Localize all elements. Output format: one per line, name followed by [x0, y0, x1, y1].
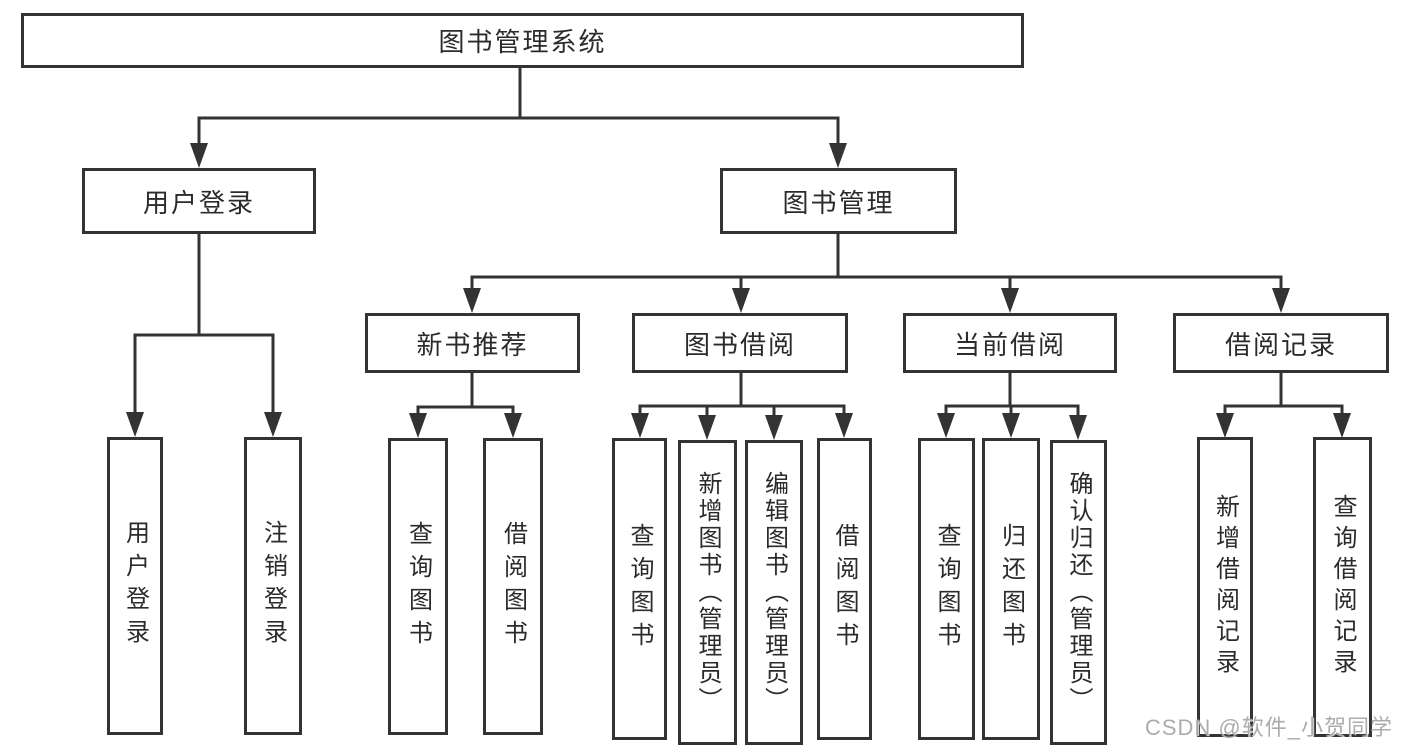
node-borrowing-records-label: 借阅记录	[1224, 329, 1337, 360]
arrowheads	[126, 143, 1351, 440]
leaf-bb-borrow-books-label: 借阅图书	[831, 523, 858, 655]
node-book-management: 图书管理	[720, 168, 957, 234]
leaf-br-add-record: 新增借阅记录	[1197, 437, 1253, 737]
leaf-cb-query-books: 查询图书	[918, 438, 975, 740]
leaf-user-login-label: 用户登录	[121, 520, 149, 652]
leaf-nbr-query-books-label: 查询图书	[404, 520, 432, 653]
leaf-logout-label: 注销登录	[259, 520, 287, 652]
leaf-nbr-borrow-books: 借阅图书	[483, 438, 543, 735]
leaf-bb-add-book-admin: 新增图书（管理员）	[678, 440, 737, 745]
leaf-cb-confirm-return-admin: 确认归还（管理员）	[1050, 440, 1107, 745]
leaf-nbr-query-books: 查询图书	[388, 438, 448, 735]
node-root: 图书管理系统	[21, 13, 1024, 68]
node-book-management-label: 图书管理	[782, 187, 895, 218]
node-new-book-recommend: 新书推荐	[365, 313, 580, 373]
leaf-br-query-record: 查询借阅记录	[1313, 437, 1372, 737]
leaf-nbr-borrow-books-label: 借阅图书	[499, 520, 527, 653]
node-user-login-label: 用户登录	[142, 187, 255, 218]
leaf-bb-edit-book-admin-label: 编辑图书（管理员）	[760, 471, 788, 714]
leaf-bb-query-books-label: 查询图书	[626, 523, 653, 655]
leaf-user-login: 用户登录	[107, 437, 163, 735]
node-book-borrowing: 图书借阅	[632, 313, 848, 373]
leaf-bb-borrow-books: 借阅图书	[817, 438, 872, 740]
node-new-book-recommend-label: 新书推荐	[416, 329, 529, 360]
leaf-logout: 注销登录	[244, 437, 302, 735]
leaf-cb-return-books-label: 归还图书	[997, 523, 1025, 655]
node-book-borrowing-label: 图书借阅	[683, 329, 796, 360]
node-user-login: 用户登录	[82, 168, 316, 234]
node-current-borrowing: 当前借阅	[903, 313, 1117, 373]
leaf-bb-edit-book-admin: 编辑图书（管理员）	[745, 440, 803, 745]
leaf-cb-query-books-label: 查询图书	[933, 523, 960, 655]
leaf-cb-confirm-return-admin-label: 确认归还（管理员）	[1065, 471, 1092, 714]
leaf-br-query-record-label: 查询借阅记录	[1329, 494, 1356, 680]
leaf-bb-query-books: 查询图书	[612, 438, 667, 740]
node-root-label: 图书管理系统	[438, 27, 607, 57]
node-current-borrowing-label: 当前借阅	[953, 329, 1066, 360]
leaf-bb-add-book-admin-label: 新增图书（管理员）	[694, 471, 721, 714]
node-borrowing-records: 借阅记录	[1173, 313, 1389, 373]
leaf-cb-return-books: 归还图书	[982, 438, 1040, 740]
leaf-br-add-record-label: 新增借阅记录	[1211, 494, 1239, 680]
csdn-watermark: CSDN @软件_小贺同学	[1144, 715, 1393, 740]
